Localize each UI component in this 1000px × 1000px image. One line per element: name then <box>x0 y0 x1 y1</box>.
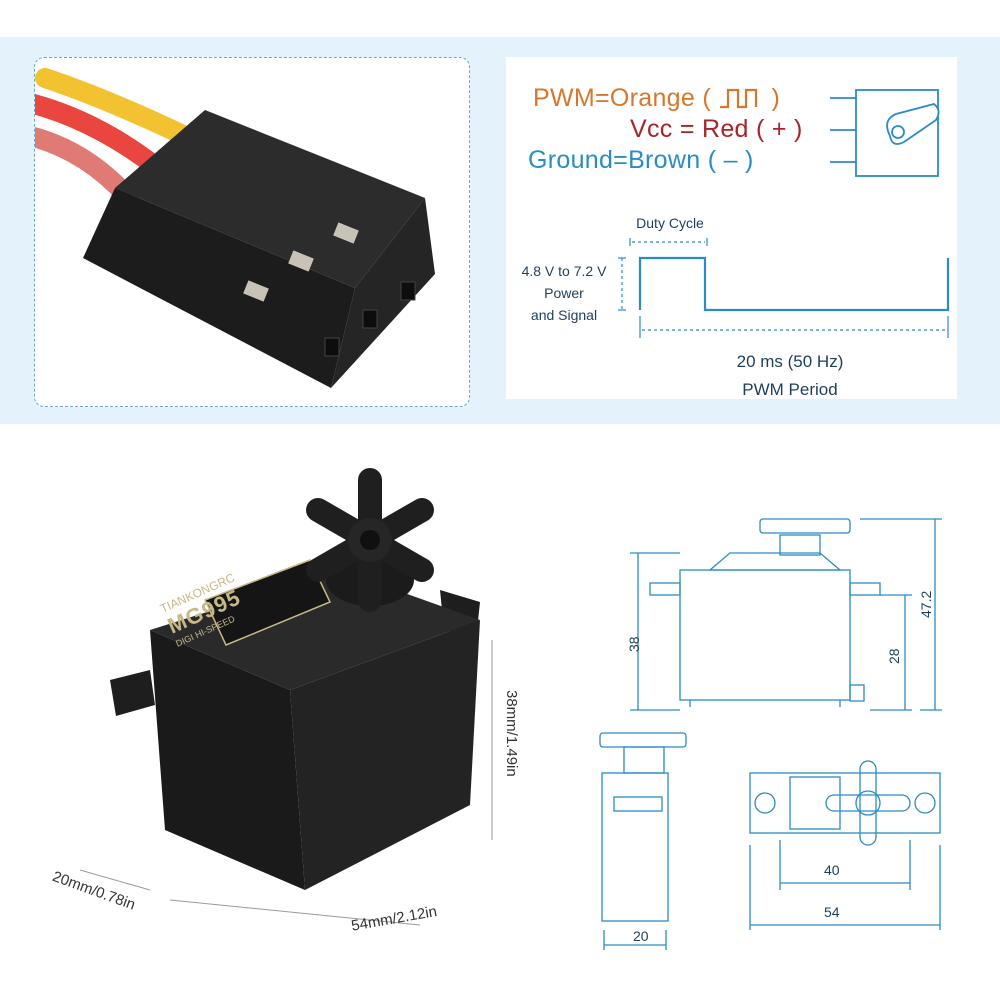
dim-40: 40 <box>824 862 840 878</box>
technical-drawings <box>599 518 942 950</box>
wire-red <box>35 94 165 176</box>
servo-illustration <box>79 468 493 926</box>
voltage-line-1: 4.8 V to 7.2 V <box>521 263 607 279</box>
dim-38: 38 <box>626 636 642 652</box>
connector-housing-top <box>115 110 425 288</box>
servo-body-side <box>290 620 480 890</box>
vcc-line: Vcc = Red ( + ) <box>630 115 803 144</box>
servo-body-front <box>150 630 305 890</box>
square-wave-icon <box>720 88 758 109</box>
pwm-waveform <box>618 238 950 338</box>
pwm-symbol-close: ) <box>771 84 781 112</box>
vcc-label: Vcc = Red <box>630 115 749 143</box>
ground-symbol: ( – ) <box>707 146 754 174</box>
connector-illustration <box>35 68 435 388</box>
voltage-label: 4.8 V to 7.2 V Power and Signal <box>506 260 622 326</box>
duty-cycle-label: Duty Cycle <box>636 215 704 231</box>
ground-label: Ground=Brown <box>528 146 701 174</box>
vcc-symbol: ( + ) <box>755 115 803 143</box>
period-line-1: 20 ms (50 Hz) <box>736 352 844 371</box>
dim-54: 54 <box>824 904 840 920</box>
servo-symbol-icon <box>830 89 940 177</box>
height-dimension: 38mm/1.49in <box>503 690 520 777</box>
pwm-label: PWM=Orange <box>533 84 696 112</box>
dim-20: 20 <box>633 928 649 944</box>
pwm-line: PWM=Orange ( ) <box>533 84 780 113</box>
pwm-symbol-open: ( <box>702 84 711 112</box>
period-label: 20 ms (50 Hz) PWM Period <box>700 348 880 404</box>
wire-yellow <box>35 68 195 146</box>
connector-panel <box>34 57 470 407</box>
dim-28: 28 <box>886 648 902 664</box>
connector-housing-side <box>331 198 435 388</box>
connector-housing-front <box>83 188 355 388</box>
period-line-2: PWM Period <box>742 380 838 399</box>
ground-line: Ground=Brown ( – ) <box>528 146 754 175</box>
voltage-line-3: and Signal <box>530 307 598 323</box>
voltage-line-2: Power <box>544 285 584 301</box>
dim-47-2: 47.2 <box>918 590 934 618</box>
